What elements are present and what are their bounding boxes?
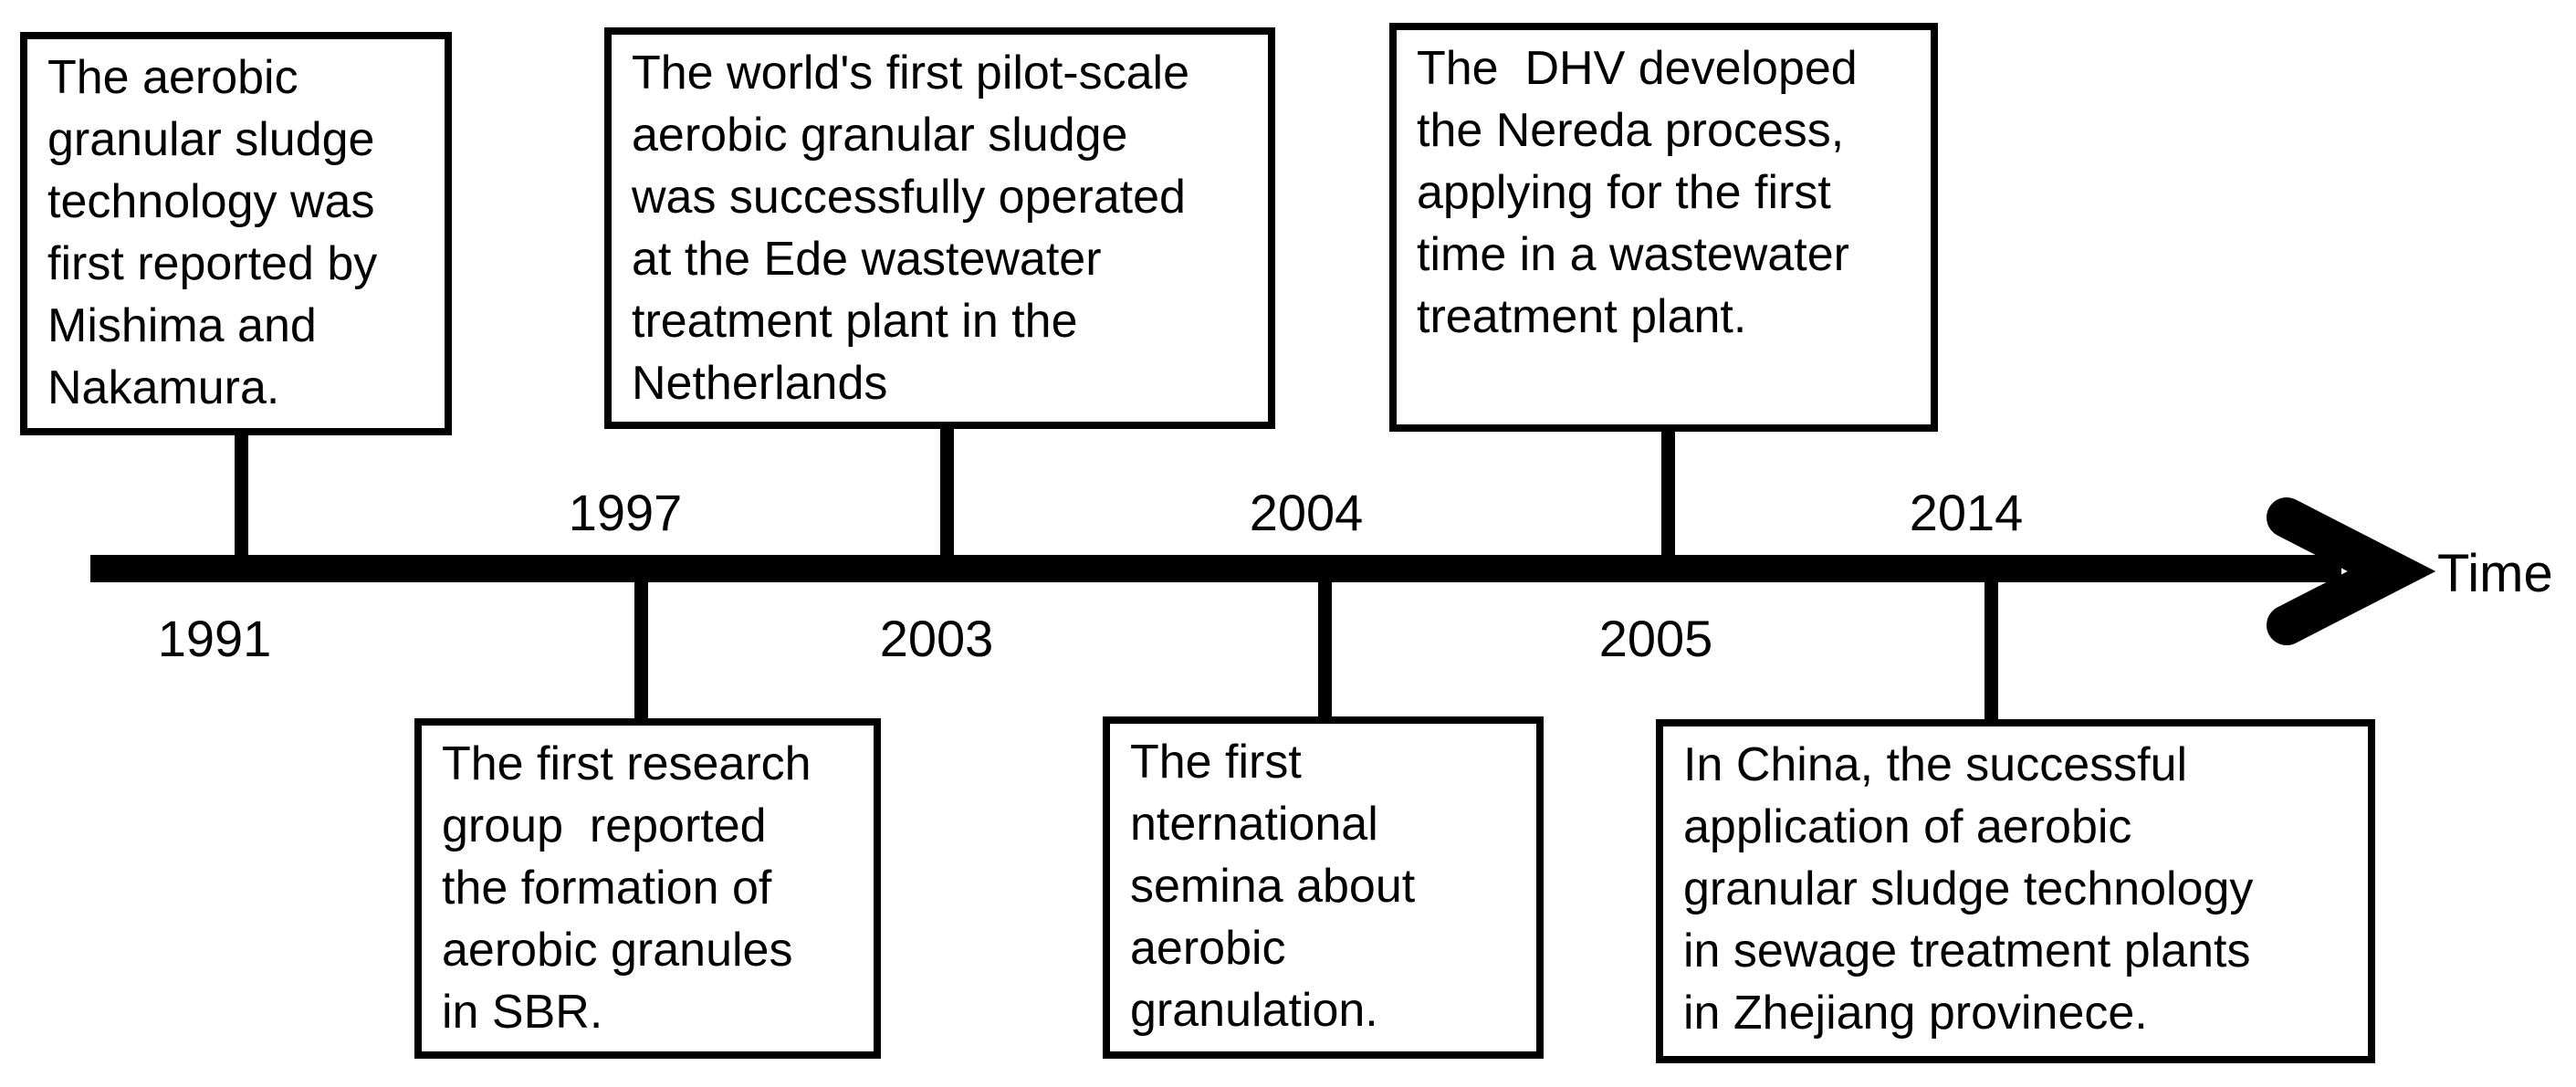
event-text-2003: The world's first pilot-scale aerobic gr… [632, 47, 1189, 410]
timeline-axis [90, 555, 2341, 582]
year-label-1997: 1997 [568, 484, 683, 541]
event-box-2003: The world's first pilot-scale aerobic gr… [604, 27, 1275, 429]
event-connector-1997 [634, 582, 648, 718]
event-connector-2014 [1984, 582, 1998, 719]
event-text-1991: The aerobic granular sludge technology w… [47, 51, 378, 414]
axis-arrowhead-icon [2267, 497, 2436, 645]
year-label-2003: 2003 [879, 610, 994, 667]
event-box-1997: The first research group reported the fo… [414, 718, 881, 1059]
event-box-2004: The first nternational semina about aero… [1103, 716, 1544, 1059]
event-box-2014: In China, the successful application of … [1656, 719, 2375, 1063]
event-text-2004: The first nternational semina about aero… [1130, 736, 1416, 1037]
event-box-2005: The DHV developed the Nereda process, ap… [1389, 23, 1938, 432]
event-text-2005: The DHV developed the Nereda process, ap… [1417, 42, 1858, 343]
event-connector-2003 [940, 429, 954, 555]
event-connector-1991 [235, 435, 248, 555]
year-label-1991: 1991 [157, 610, 272, 667]
event-connector-2004 [1318, 582, 1332, 716]
event-box-1991: The aerobic granular sludge technology w… [20, 32, 452, 435]
year-label-2014: 2014 [1909, 484, 2024, 541]
year-label-2004: 2004 [1249, 484, 1364, 541]
year-label-2005: 2005 [1598, 610, 1713, 667]
event-connector-2005 [1661, 432, 1675, 555]
event-text-2014: In China, the successful application of … [1683, 738, 2254, 1040]
event-text-1997: The first research group reported the fo… [442, 737, 812, 1039]
axis-time-label: Time [2437, 544, 2553, 603]
